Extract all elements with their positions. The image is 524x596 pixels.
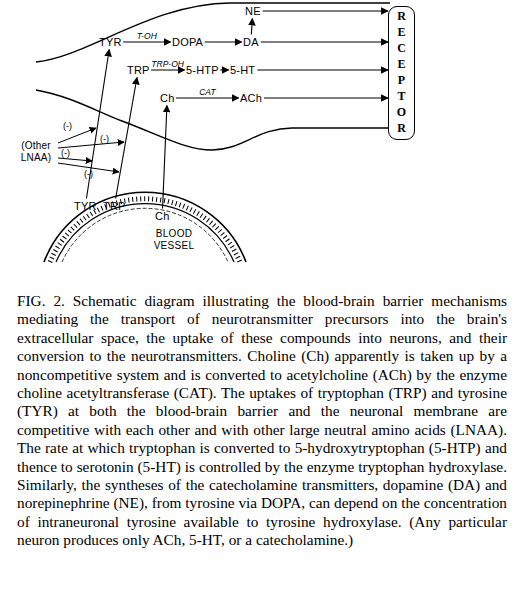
compound-label: NE	[245, 5, 261, 17]
pathway-arrow	[257, 69, 388, 70]
pathway-arrow	[151, 69, 184, 70]
vessel-lining	[62, 208, 228, 262]
node-text: ACh	[240, 92, 262, 104]
node-text: (Other LNAA)	[14, 140, 58, 164]
pathway-arrow	[251, 19, 252, 35]
node-text: TRP	[127, 64, 150, 76]
compound-label: TYR	[74, 200, 97, 212]
pathway-arrow	[176, 97, 239, 98]
compound-label: ACh	[240, 92, 262, 104]
enzyme-label: CAT	[199, 88, 215, 97]
pathway-arrow	[220, 69, 228, 70]
vessel-wall	[44, 192, 246, 262]
neuron-membrane	[36, 90, 390, 150]
pathway-arrow	[261, 41, 388, 42]
compound-label: TRP	[127, 64, 150, 76]
node-text: Ch	[155, 210, 169, 222]
figure-caption: FIG. 2. Schematic diagram illustrating t…	[17, 292, 507, 550]
compound-label: 5-HT	[230, 64, 255, 76]
connector-group	[86, 11, 388, 209]
compound-label: (Other LNAA)	[14, 140, 58, 164]
node-text: TYR	[74, 200, 97, 212]
diagram-canvas	[0, 0, 524, 290]
node-text: DA	[243, 36, 259, 48]
vessel-wall-hatch	[50, 199, 240, 262]
enzyme-label: TRP-OH	[151, 60, 184, 69]
inhibition-sign: (-)	[84, 169, 93, 179]
node-text: TRP	[103, 200, 126, 212]
pathway-arrow	[263, 10, 388, 11]
inhibition-sign: (-)	[61, 148, 70, 158]
compound-label: 5-HTP	[186, 64, 219, 76]
node-text: Ch	[160, 92, 174, 104]
receptor-box: RECEPTOR	[388, 6, 415, 140]
compound-label: TYR	[99, 36, 122, 48]
node-text: DOPA	[172, 36, 203, 48]
figure-area: NE TYR DOPA DA RECEPTOR TRP 5-HTP 5-HT Ch ACh (Oth…	[0, 0, 524, 290]
compound-label: DA	[243, 36, 259, 48]
pathway-arrow	[116, 78, 137, 199]
vessel-label: BLOOD VESSEL	[150, 228, 198, 252]
pathway-arrow	[205, 41, 242, 42]
inhibition-sign: (-)	[63, 121, 72, 131]
pathway-arrow	[163, 106, 167, 209]
pathway-arrow	[123, 41, 170, 42]
compound-label: Ch	[160, 92, 174, 104]
inhibition-arrow	[58, 142, 124, 148]
node-text: NE	[245, 5, 261, 17]
node-text: TYR	[99, 36, 122, 48]
pathway-arrow	[264, 97, 388, 98]
node-text: RECEPTOR	[396, 9, 408, 137]
vessel-wall	[56, 204, 234, 262]
inhibition-sign: (-)	[100, 134, 109, 144]
enzyme-label: T-OH	[137, 32, 157, 41]
compound-label: DOPA	[172, 36, 203, 48]
compound-label: Ch	[155, 210, 169, 222]
inhibition-arrow	[58, 158, 92, 161]
compound-label: TRP	[103, 200, 126, 212]
node-text: 5-HTP	[186, 64, 219, 76]
node-text: 5-HT	[230, 64, 255, 76]
neuron-membrane	[36, 3, 390, 62]
